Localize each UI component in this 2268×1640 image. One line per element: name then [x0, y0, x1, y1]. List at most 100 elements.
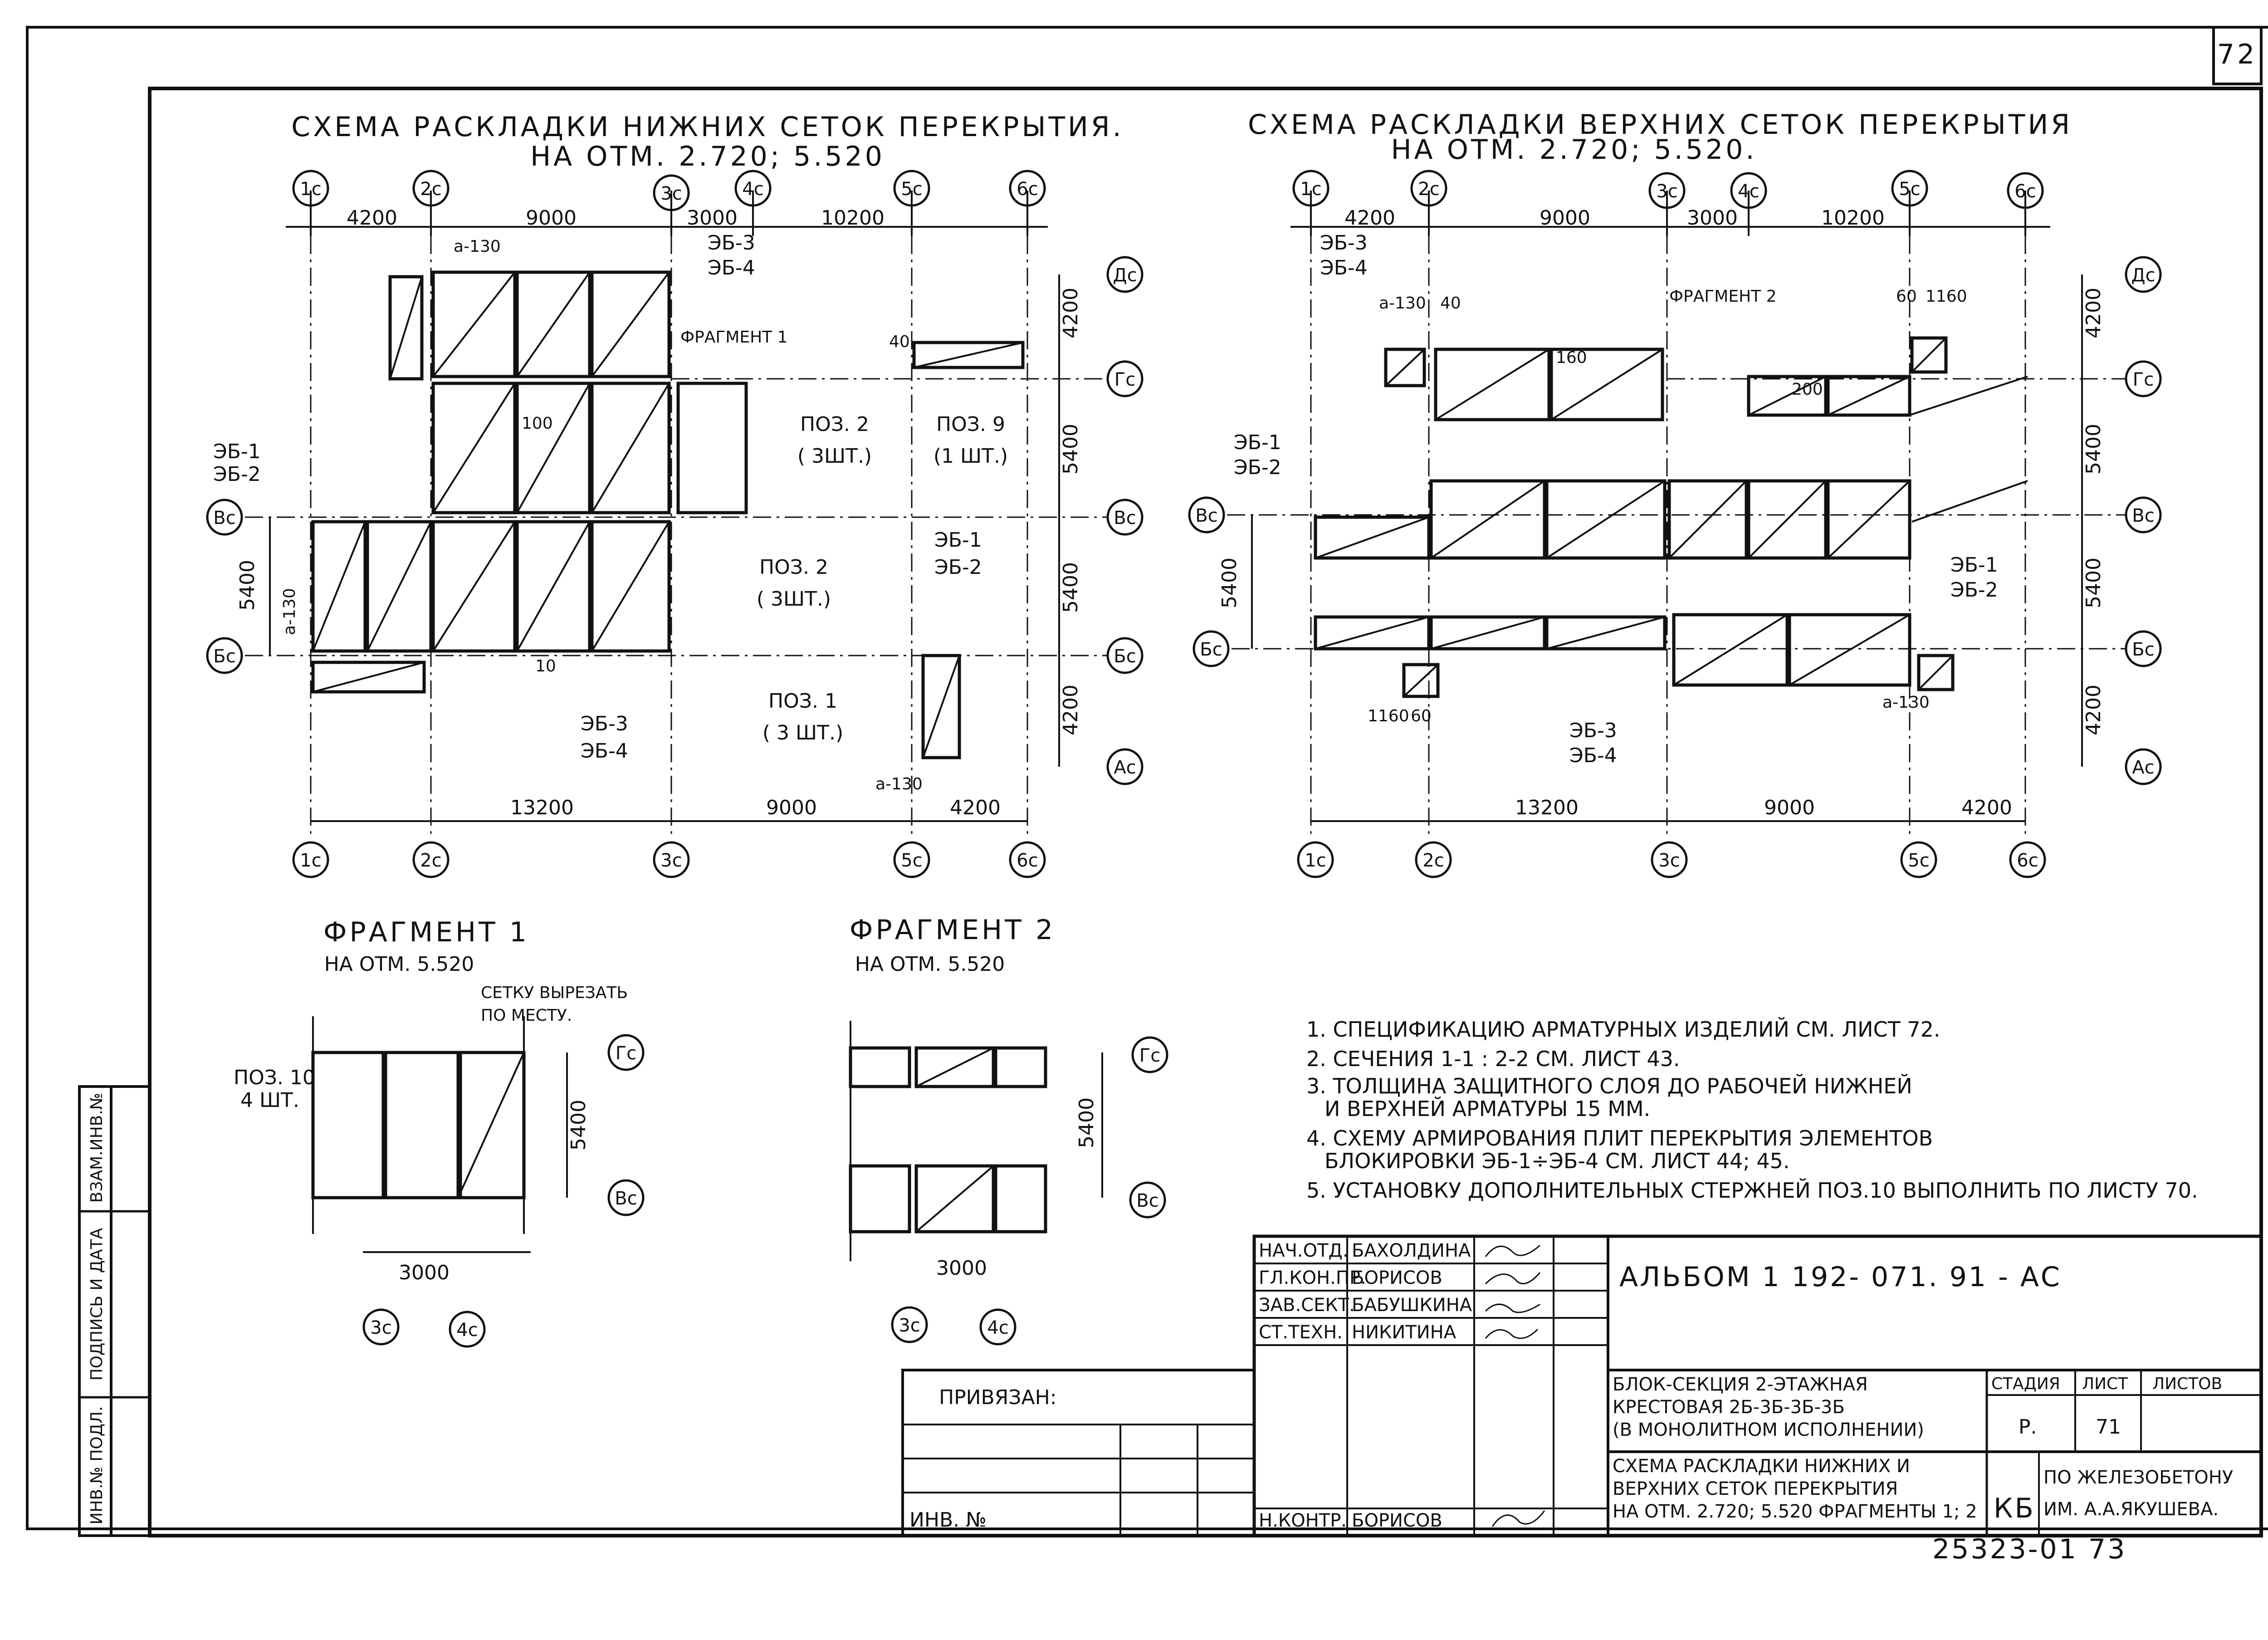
svg-text:ЭБ-1: ЭБ-1	[934, 529, 982, 552]
svg-text:ЭБ-2: ЭБ-2	[1950, 578, 1998, 602]
svg-text:БОРИСОВ: БОРИСОВ	[1352, 1510, 1442, 1531]
svg-text:( 3ШТ.): ( 3ШТ.)	[797, 445, 872, 468]
svg-text:ГЛ.КОН.ПР.: ГЛ.КОН.ПР.	[1259, 1268, 1366, 1288]
svg-text:3000: 3000	[1687, 206, 1738, 230]
svg-text:Бс: Бс	[213, 646, 235, 667]
svg-text:ПОЗ. 9: ПОЗ. 9	[936, 413, 1005, 436]
svg-text:2. СЕЧЕНИЯ 1-1 : 2-2 СМ. ЛИСТ: 2. СЕЧЕНИЯ 1-1 : 2-2 СМ. ЛИСТ 43.	[1306, 1047, 1680, 1071]
svg-text:НИКИТИНА: НИКИТИНА	[1352, 1322, 1457, 1343]
svg-text:6с: 6с	[1017, 179, 1038, 200]
svg-text:4200: 4200	[1344, 206, 1395, 230]
svg-text:ЭБ-3: ЭБ-3	[1569, 719, 1617, 742]
svg-text:4. СХЕМУ АРМИРОВАНИЯ ПЛИТ ПЕРЕ: 4. СХЕМУ АРМИРОВАНИЯ ПЛИТ ПЕРЕКРЫТИЯ ЭЛЕ…	[1306, 1126, 1933, 1150]
svg-text:5400: 5400	[1075, 1097, 1098, 1148]
svg-text:9000: 9000	[1540, 206, 1590, 230]
svg-text:100: 100	[522, 414, 553, 433]
svg-text:6с: 6с	[1017, 850, 1038, 871]
svg-text:1. СПЕЦИФИКАЦИЮ АРМАТУРНЫХ ИЗД: 1. СПЕЦИФИКАЦИЮ АРМАТУРНЫХ ИЗДЕЛИЙ СМ. Л…	[1306, 1017, 1940, 1042]
svg-text:(1 ШТ.): (1 ШТ.)	[934, 445, 1008, 468]
svg-text:БЛОКИРОВКИ ЭБ-1÷ЭБ-4 СМ. ЛИСТ: БЛОКИРОВКИ ЭБ-1÷ЭБ-4 СМ. ЛИСТ 44; 45.	[1325, 1149, 1790, 1173]
svg-text:4с: 4с	[1738, 181, 1759, 202]
svg-text:НАЧ.ОТД.: НАЧ.ОТД.	[1259, 1240, 1348, 1261]
svg-text:Вс: Вс	[1136, 1190, 1158, 1211]
svg-text:5400: 5400	[2082, 424, 2105, 475]
svg-text:40: 40	[1440, 294, 1461, 313]
svg-text:ИНВ.№ ПОДЛ.: ИНВ.№ ПОДЛ.	[88, 1406, 106, 1524]
svg-text:5400: 5400	[2082, 558, 2105, 608]
svg-text:4 ШТ.: 4 ШТ.	[240, 1089, 299, 1112]
svg-text:а-130: а-130	[1379, 294, 1426, 313]
svg-text:5с: 5с	[1899, 179, 1920, 200]
svg-text:5. УСТАНОВКУ ДОПОЛНИТЕЛЬНЫХ СТ: 5. УСТАНОВКУ ДОПОЛНИТЕЛЬНЫХ СТЕРЖНЕЙ ПОЗ…	[1306, 1178, 2198, 1203]
axis-bubbles-bottom: 1с 2с 3с 5с 6с	[292, 841, 1046, 878]
svg-text:1с: 1с	[1305, 850, 1326, 871]
svg-text:ЭБ-1: ЭБ-1	[1950, 553, 1998, 577]
svg-text:5400: 5400	[236, 560, 259, 611]
svg-text:Н.КОНТР.: Н.КОНТР.	[1259, 1510, 1347, 1531]
svg-text:а-130: а-130	[875, 775, 923, 793]
svg-text:НА ОТМ. 5.520: НА ОТМ. 5.520	[324, 953, 474, 976]
svg-text:ЛИСТОВ: ЛИСТОВ	[2152, 1375, 2222, 1393]
svg-text:5400: 5400	[1218, 558, 1241, 608]
svg-text:ЭБ-3: ЭБ-3	[1320, 231, 1368, 255]
dim-top-2: 9000	[526, 206, 577, 230]
svg-text:1160: 1160	[1368, 707, 1409, 725]
svg-text:(В МОНОЛИТНОМ ИСПОЛНЕНИИ): (В МОНОЛИТНОМ ИСПОЛНЕНИИ)	[1613, 1420, 1924, 1440]
svg-text:ФРАГМЕНТ 1: ФРАГМЕНТ 1	[323, 916, 529, 948]
svg-text:6с: 6с	[2014, 181, 2036, 202]
fragment-2: ФРАГМЕНТ 2 НА ОТМ. 5.520 Гс Вс 3с 4с 540…	[849, 914, 1168, 1346]
svg-text:БЛОК-СЕКЦИЯ 2-ЭТАЖНАЯ: БЛОК-СЕКЦИЯ 2-ЭТАЖНАЯ	[1613, 1374, 1868, 1395]
svg-text:40: 40	[889, 333, 910, 351]
dim-top-4: 10200	[821, 206, 885, 230]
svg-text:ПОЗ. 1: ПОЗ. 1	[768, 690, 837, 713]
svg-text:ПОЗ. 10: ПОЗ. 10	[234, 1066, 315, 1089]
svg-text:а-130: а-130	[280, 588, 299, 635]
svg-text:3000: 3000	[936, 1257, 987, 1280]
svg-text:1с: 1с	[300, 179, 321, 200]
svg-text:4с: 4с	[987, 1317, 1008, 1338]
svg-text:Гс: Гс	[1139, 1045, 1160, 1066]
svg-text:Дс: Дс	[1113, 265, 1137, 286]
svg-text:5с: 5с	[1908, 850, 1929, 871]
corner-sheet-number: 72	[2217, 39, 2257, 70]
svg-text:ФРАГМЕНТ 2: ФРАГМЕНТ 2	[1669, 287, 1777, 306]
svg-text:Гс: Гс	[1114, 369, 1135, 390]
svg-text:Бс: Бс	[1200, 639, 1222, 660]
svg-text:ПОЗ. 2: ПОЗ. 2	[759, 556, 828, 579]
svg-text:3с: 3с	[899, 1315, 920, 1336]
outer-border	[26, 26, 2268, 1530]
svg-text:4200: 4200	[2082, 685, 2105, 735]
svg-text:Бс: Бс	[1114, 646, 1136, 667]
svg-text:а-130: а-130	[1882, 693, 1930, 712]
svg-text:СХЕМА РАСКЛАДКИ ВЕРХНИХ СЕТОК: СХЕМА РАСКЛАДКИ ВЕРХНИХ СЕТОК ПЕРЕКРЫТИЯ	[1248, 109, 2072, 141]
svg-text:ЭБ-1: ЭБ-1	[1234, 431, 1281, 454]
svg-text:4200: 4200	[2082, 288, 2105, 338]
side-stamp: ВЗАМ.ИНВ.№ ПОДПИСЬ И ДАТА ИНВ.№ ПОДЛ.	[78, 1085, 151, 1537]
svg-text:71: 71	[2096, 1415, 2121, 1439]
svg-text:2с: 2с	[420, 850, 441, 871]
svg-text:4с: 4с	[742, 179, 763, 200]
svg-text:ЭБ-4: ЭБ-4	[581, 739, 628, 763]
svg-text:2с: 2с	[1422, 850, 1444, 871]
svg-text:ПРИВЯЗАН:: ПРИВЯЗАН:	[939, 1386, 1057, 1409]
svg-text:ВЕРХНИХ СЕТОК ПЕРЕКРЫТИЯ: ВЕРХНИХ СЕТОК ПЕРЕКРЫТИЯ	[1613, 1478, 1898, 1499]
svg-text:10200: 10200	[1821, 206, 1885, 230]
svg-text:КБ: КБ	[1994, 1493, 2035, 1524]
svg-text:60: 60	[1411, 707, 1432, 725]
svg-text:АЛЬБОМ 1 192- 071. 91 - АС: АЛЬБОМ 1 192- 071. 91 - АС	[1619, 1261, 2062, 1293]
svg-text:200: 200	[1792, 380, 1823, 399]
svg-text:ЭБ-4: ЭБ-4	[708, 256, 755, 279]
svg-text:Гс: Гс	[2133, 369, 2154, 390]
svg-text:ПО ЖЕЛЕЗОБЕТОНУ: ПО ЖЕЛЕЗОБЕТОНУ	[2043, 1467, 2233, 1488]
svg-text:60: 60	[1896, 287, 1917, 306]
title-block: НАЧ.ОТД. ГЛ.КОН.ПР. ЗАВ.СЕКТ. СТ.ТЕХН. Н…	[1252, 1234, 2263, 1565]
svg-text:9000: 9000	[766, 796, 817, 819]
svg-text:БОРИСОВ: БОРИСОВ	[1352, 1268, 1442, 1288]
svg-text:6с: 6с	[2017, 850, 2038, 871]
svg-text:4с: 4с	[456, 1320, 478, 1341]
svg-text:1160: 1160	[1926, 287, 1967, 306]
svg-text:Бс: Бс	[2132, 639, 2154, 660]
svg-text:Ас: Ас	[2132, 757, 2154, 778]
svg-text:Вс: Вс	[1114, 508, 1136, 529]
